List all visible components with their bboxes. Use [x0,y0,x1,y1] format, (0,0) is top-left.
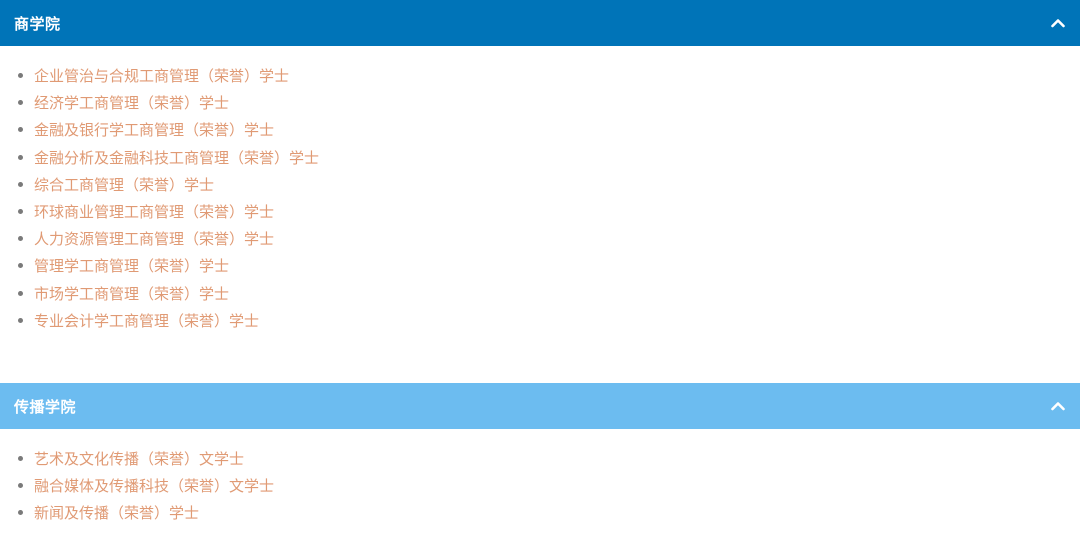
list-item: 融合媒体及传播科技（荣誉）文学士 [18,472,1080,499]
program-link[interactable]: 艺术及文化传播（荣誉）文学士 [34,450,245,469]
section-header-business-school[interactable]: 商学院 [0,0,1080,46]
program-link[interactable]: 综合工商管理（荣誉）学士 [34,175,215,194]
program-link[interactable]: 市场学工商管理（荣誉）学士 [34,284,230,303]
section-title: 传播学院 [14,397,77,416]
bullet-icon [18,456,23,462]
program-link[interactable]: 环球商业管理工商管理（荣誉）学士 [34,203,275,222]
bullet-icon [18,317,23,323]
program-link[interactable]: 专业会计学工商管理（荣誉）学士 [34,311,260,330]
program-link[interactable]: 经济学工商管理（荣誉）学士 [34,94,230,113]
bullet-icon [18,209,23,215]
section-header-communication-school[interactable]: 传播学院 [0,383,1080,429]
list-item: 金融及银行学工商管理（荣誉）学士 [18,116,1080,143]
list-item: 专业会计学工商管理（荣誉）学士 [18,307,1080,334]
program-link[interactable]: 金融及银行学工商管理（荣誉）学士 [34,121,275,140]
program-link[interactable]: 管理学工商管理（荣誉）学士 [34,257,230,276]
list-item: 艺术及文化传播（荣誉）文学士 [18,445,1080,472]
bullet-icon [18,100,23,106]
list-item: 环球商业管理工商管理（荣誉）学士 [18,198,1080,225]
program-link[interactable]: 融合媒体及传播科技（荣誉）文学士 [34,477,275,496]
section-communication-school: 传播学院 艺术及文化传播（荣誉）文学士 融合媒体及传播科技（荣誉）文学士 新闻及… [0,383,1080,527]
bullet-icon [18,154,23,160]
program-list-communication: 艺术及文化传播（荣誉）文学士 融合媒体及传播科技（荣誉）文学士 新闻及传播（荣誉… [0,429,1080,527]
section-business-school: 商学院 企业管治与合规工商管理（荣誉）学士 经济学工商管理（荣誉）学士 金融及银… [0,0,1080,367]
chevron-up-icon[interactable] [1050,15,1066,31]
program-link[interactable]: 金融分析及金融科技工商管理（荣誉）学士 [34,148,320,167]
list-item: 企业管治与合规工商管理（荣誉）学士 [18,62,1080,89]
bullet-icon [18,510,23,516]
bullet-icon [18,73,23,79]
list-item: 人力资源管理工商管理（荣誉）学士 [18,225,1080,252]
program-link[interactable]: 新闻及传播（荣誉）学士 [34,504,200,523]
section-spacer [0,367,1080,383]
list-item: 经济学工商管理（荣誉）学士 [18,89,1080,116]
bullet-icon [18,181,23,187]
bullet-icon [18,263,23,269]
chevron-up-icon[interactable] [1050,398,1066,414]
bullet-icon [18,483,23,489]
bullet-icon [18,290,23,296]
section-title: 商学院 [14,14,61,33]
program-list-business: 企业管治与合规工商管理（荣誉）学士 经济学工商管理（荣誉）学士 金融及银行学工商… [0,46,1080,367]
bullet-icon [18,236,23,242]
list-item: 金融分析及金融科技工商管理（荣誉）学士 [18,144,1080,171]
program-link[interactable]: 人力资源管理工商管理（荣誉）学士 [34,230,275,249]
list-item: 管理学工商管理（荣誉）学士 [18,252,1080,279]
list-item: 综合工商管理（荣誉）学士 [18,171,1080,198]
bullet-icon [18,127,23,133]
list-item: 市场学工商管理（荣誉）学士 [18,280,1080,307]
list-item: 新闻及传播（荣誉）学士 [18,499,1080,526]
program-link[interactable]: 企业管治与合规工商管理（荣誉）学士 [34,67,290,86]
